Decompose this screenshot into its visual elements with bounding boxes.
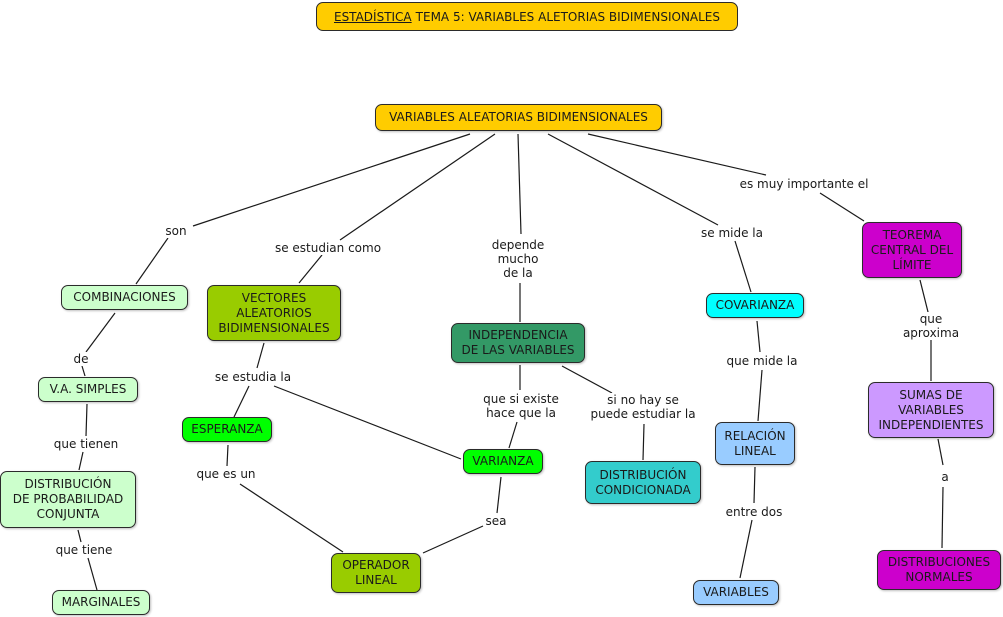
connector (941, 486, 944, 549)
link-label-sea: sea (483, 514, 509, 528)
connector (547, 133, 719, 226)
connector (734, 240, 752, 293)
connector (87, 557, 98, 591)
connector (587, 133, 767, 176)
node-relacion-lineal[interactable]: RELACIÓN LINEAL (715, 422, 795, 465)
connector (508, 421, 518, 449)
title-text: TEMA 5: VARIABLES ALETORIAS BIDIMENSIONA… (415, 9, 721, 24)
node-varianza[interactable]: VARIANZA (463, 449, 543, 474)
map-title: ESTADÍSTICA TEMA 5: VARIABLES ALETORIAS … (316, 2, 738, 31)
link-label-que-es-un: que es un (194, 467, 258, 481)
node-va-simples[interactable]: V.A. SIMPLES (38, 377, 138, 402)
link-label-que-tienen: que tienen (51, 437, 121, 451)
connector (642, 423, 645, 461)
connector (496, 476, 502, 514)
connector (756, 320, 761, 353)
connector (298, 254, 323, 284)
link-label-que-tiene: que tiene (53, 543, 115, 557)
link-label-se-mide-la: se mide la (699, 226, 765, 240)
node-root[interactable]: VARIABLES ALEATORIAS BIDIMENSIONALES (375, 104, 662, 131)
connector (135, 237, 169, 285)
node-esperanza[interactable]: ESPERANZA (182, 417, 272, 442)
connector (77, 529, 82, 543)
subject-link[interactable]: ESTADÍSTICA (333, 9, 412, 24)
link-label-se-estudian-como: se estudian como (272, 241, 384, 255)
link-label-que-si-existe: que si existe hace que la (481, 392, 561, 420)
node-combinaciones[interactable]: COMBINACIONES (61, 285, 188, 310)
connector (239, 483, 344, 553)
node-distribuciones-normales[interactable]: DISTRIBUCIONES NORMALES (877, 550, 1001, 590)
link-label-entre-dos: entre dos (723, 505, 785, 519)
connector (256, 342, 265, 369)
node-operador-lineal[interactable]: OPERADOR LINEAL (331, 553, 421, 593)
node-teorema-central[interactable]: TEOREMA CENTRAL DEL LÍMITE (862, 222, 962, 278)
link-label-depende: depende mucho de la (489, 238, 547, 280)
connector (85, 312, 116, 353)
connector (233, 385, 250, 418)
connector (561, 365, 613, 394)
node-covarianza[interactable]: COVARIANZA (706, 293, 804, 318)
link-label-de: de (71, 352, 91, 366)
node-distribucion-condicionada[interactable]: DISTRIBUCIÓN CONDICIONADA (585, 461, 701, 504)
connector (422, 525, 484, 554)
node-marginales[interactable]: MARGINALES (52, 590, 150, 615)
connector (81, 365, 86, 377)
connector (937, 438, 944, 466)
node-vectores[interactable]: VECTORES ALEATORIOS BIDIMENSIONALES (207, 285, 341, 341)
connector (226, 444, 229, 467)
connector (192, 133, 471, 227)
connector (273, 385, 462, 460)
connector (757, 369, 763, 422)
node-distribucion-conjunta[interactable]: DISTRIBUCIÓN DE PROBABILIDAD CONJUNTA (0, 471, 136, 528)
link-label-es-muy-importante: es muy importante el (737, 177, 871, 191)
node-variables[interactable]: VARIABLES (693, 580, 779, 605)
connector (739, 519, 753, 579)
connector (753, 466, 756, 504)
connector (85, 403, 88, 437)
link-label-son: son (163, 224, 189, 238)
connector (919, 279, 930, 317)
connector (517, 133, 522, 235)
node-independencia[interactable]: INDEPENDENCIA DE LAS VARIABLES (451, 323, 585, 363)
link-label-a: a (939, 470, 951, 484)
connector (78, 451, 84, 471)
link-label-se-estudia-la: se estudia la (212, 370, 294, 384)
connector (339, 133, 496, 241)
link-label-si-no-hay: si no hay se puede estudiar la (588, 393, 698, 421)
link-label-que-mide-la: que mide la (724, 354, 800, 368)
node-sumas-variables[interactable]: SUMAS DE VARIABLES INDEPENDIENTES (868, 382, 994, 438)
link-label-que-aproxima: que aproxima (895, 312, 967, 340)
connector (819, 192, 865, 222)
